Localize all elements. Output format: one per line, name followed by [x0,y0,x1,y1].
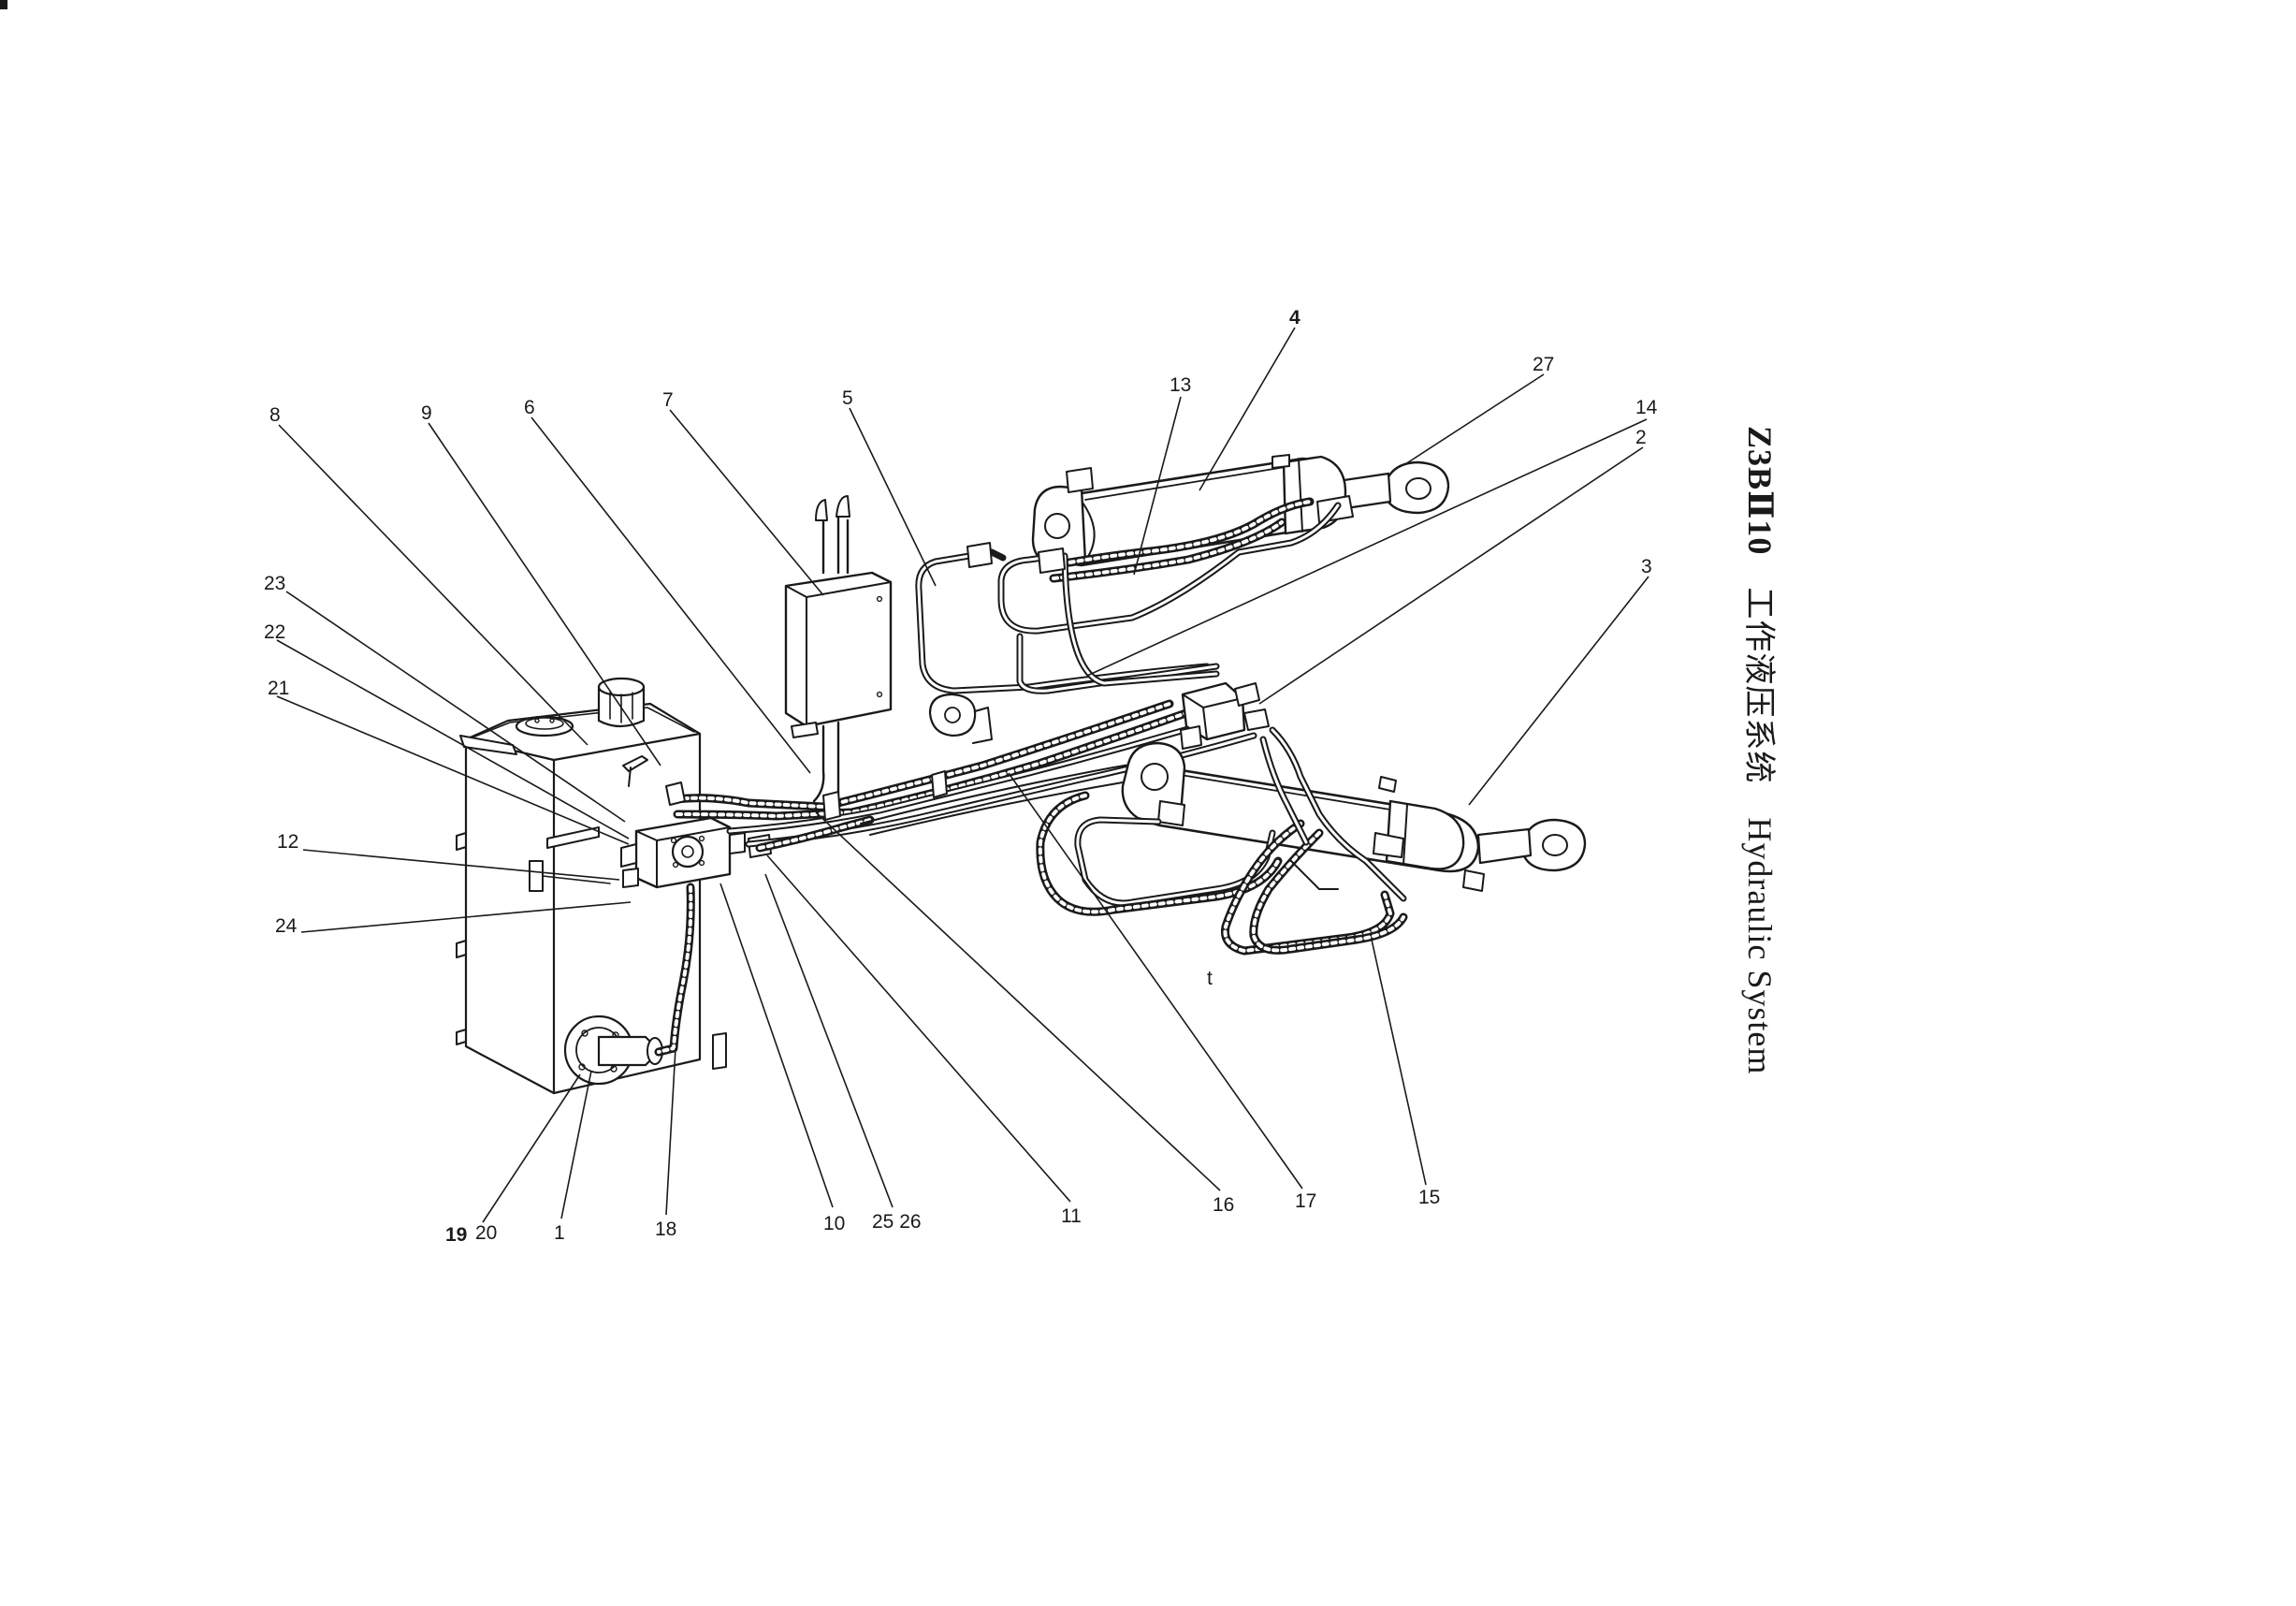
pipe-bundle [665,699,1257,853]
drawing-title: Z3BⅡ10 工作液压系统 Hydraulic System [1739,426,1785,1074]
switch-box [784,495,893,807]
callout-19: 19 [445,1224,467,1246]
oil-tank [456,677,727,1095]
callout-11: 11 [1061,1205,1082,1227]
callout-17: 17 [1295,1190,1316,1212]
callout-14: 14 [1635,397,1658,418]
lower-cylinder-hoses [1036,726,1408,956]
callout-9: 9 [421,402,432,424]
corner-mark [0,0,7,9]
callout-2: 2 [1635,427,1647,448]
stray-mark: t [1207,968,1213,989]
callout-1: 1 [554,1222,565,1244]
upper-cylinder-pipes [915,497,1342,694]
upper-cylinder [1031,454,1450,567]
callout-16: 16 [1213,1194,1234,1216]
center-junction [928,681,1270,750]
suction-hose [654,883,695,1057]
title-chinese: 工作液压系统 [1740,587,1778,784]
callout-4: 4 [1289,307,1301,328]
drawing-code: Z3BⅡ10 [1741,426,1779,556]
callout-24: 24 [275,915,298,937]
callout-18: 18 [655,1219,676,1240]
callout-13: 13 [1170,374,1191,396]
callout-22: 22 [264,621,285,643]
callout-8: 8 [269,404,281,426]
callout-12: 12 [277,831,298,853]
callout-27: 27 [1533,354,1554,375]
title-english: Hydraulic System [1741,817,1779,1075]
callout-10: 10 [823,1213,845,1234]
callout-15: 15 [1418,1187,1440,1208]
drawing-title-block: Z3BⅡ10 工作液压系统 Hydraulic System [1740,426,1787,1109]
callout-3: 3 [1641,556,1652,577]
callout-labels: 4 27 13 14 5 2 7 6 9 8 3 23 22 21 12 24 … [264,307,1658,1246]
lower-cylinder [1121,741,1587,892]
callout-5: 5 [842,387,853,409]
callout-20: 20 [475,1222,497,1244]
callout-21: 21 [268,678,289,699]
callout-6: 6 [524,397,535,418]
callout-23: 23 [264,573,285,594]
callout-25-26: 25 26 [872,1211,922,1233]
callout-7: 7 [662,389,674,411]
leader-lines [276,327,1649,1223]
